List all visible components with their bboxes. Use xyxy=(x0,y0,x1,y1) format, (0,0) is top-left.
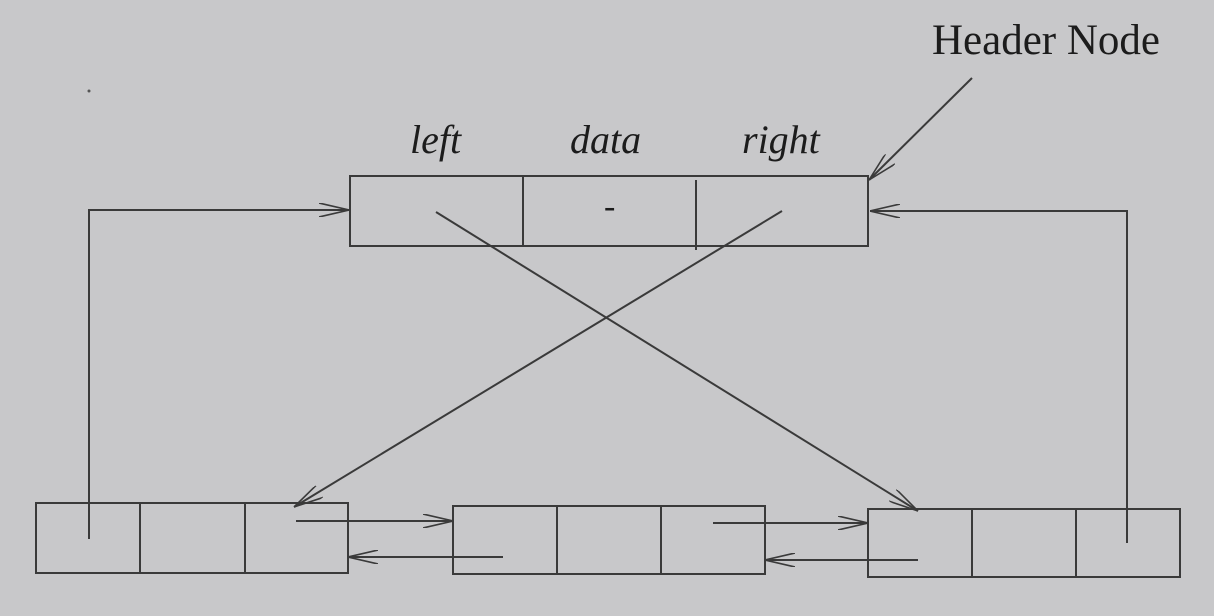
list-node-3 xyxy=(867,508,1181,578)
node-box xyxy=(35,502,349,574)
speck-mark xyxy=(87,89,91,93)
right-field-label: right xyxy=(742,117,820,162)
first-node-left-link-arrow xyxy=(88,210,349,539)
header-right-link-arrow xyxy=(294,210,783,508)
list-node-1 xyxy=(35,502,349,574)
last-node-right-link-arrow xyxy=(870,211,1128,543)
node-box xyxy=(452,505,766,575)
list-node-2 xyxy=(452,505,766,575)
header-node xyxy=(349,175,869,250)
data-field-label: data xyxy=(570,117,642,162)
header-node-box xyxy=(349,175,869,247)
left-field-label: left xyxy=(410,117,462,162)
node-box xyxy=(867,508,1181,578)
header-data-value: - xyxy=(604,188,616,225)
header-node-label: Header Node xyxy=(932,17,1161,64)
header-label-pointer-arrow xyxy=(868,77,973,181)
header-left-link-arrow xyxy=(435,211,918,512)
